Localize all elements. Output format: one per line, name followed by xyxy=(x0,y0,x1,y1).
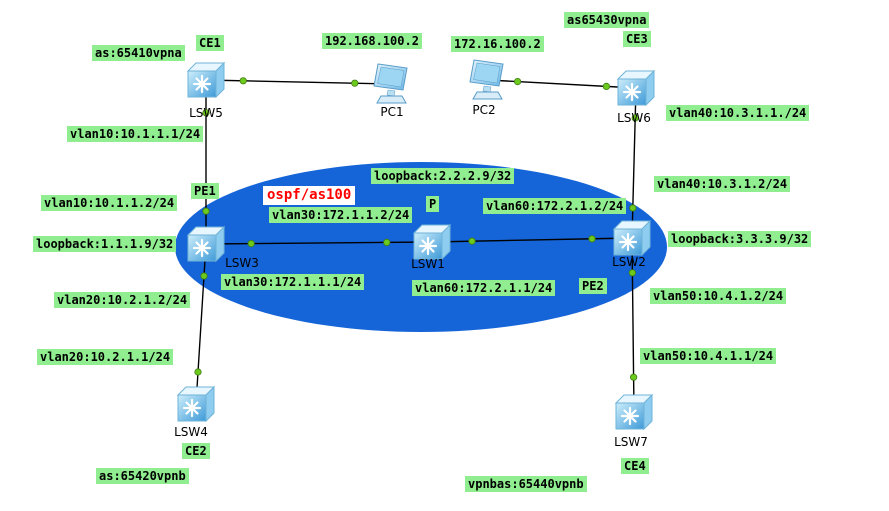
annotation-vlan20-10-2-1-2-24: vlan20:10.2.1.2/24 xyxy=(54,292,191,308)
annotation-as65430vpna: as65430vpna xyxy=(564,12,650,28)
port-status-dot xyxy=(629,373,638,381)
device-name-pc1: PC1 xyxy=(380,105,404,119)
device-name-lsw7: LSW7 xyxy=(614,435,648,449)
device-pc1[interactable] xyxy=(371,63,413,105)
port-status-dot xyxy=(468,237,476,245)
annotation-ce2: CE2 xyxy=(182,443,210,459)
port-status-dot xyxy=(628,269,637,277)
annotation-vlan50-10-4-1-2-24: vlan50:10.4.1.2/24 xyxy=(650,288,787,304)
annotation-loopback-2-2-2-9-32: loopback:2.2.2.9/32 xyxy=(371,168,515,184)
annotation-p: P xyxy=(426,196,440,212)
port-status-dot xyxy=(351,79,359,87)
port-status-dot xyxy=(383,238,391,246)
annotation-vlan30-172-1-1-2-24: vlan30:172.1.1.2/24 xyxy=(269,207,413,223)
annotation-192-168-100-2: 192.168.100.2 xyxy=(322,33,422,49)
port-status-dot xyxy=(247,240,255,248)
switch-icon xyxy=(412,223,452,261)
switch-icon xyxy=(612,219,652,257)
annotation-vlan30-172-1-1-1-24: vlan30:172.1.1.1/24 xyxy=(221,274,365,290)
switch-icon xyxy=(186,225,226,263)
annotation-vlan60-172-2-1-2-24: vlan60:172.2.1.2/24 xyxy=(483,198,627,214)
annotation-ce1: CE1 xyxy=(196,35,224,51)
port-status-dot xyxy=(202,207,210,215)
annotation-ce4: CE4 xyxy=(621,458,649,474)
device-name-lsw1: LSW1 xyxy=(411,257,445,271)
link-lsw3-lsw1 xyxy=(205,241,433,245)
port-status-dot xyxy=(513,78,522,86)
device-lsw6[interactable] xyxy=(616,69,656,107)
switch-icon xyxy=(614,393,654,431)
annotation-vlan10-10-1-1-2-24: vlan10:10.1.1.2/24 xyxy=(41,195,178,211)
annotation-vlan20-10-2-1-1-24: vlan20:10.2.1.1/24 xyxy=(37,349,174,365)
port-status-dot xyxy=(629,204,637,212)
device-pc2[interactable] xyxy=(467,59,509,101)
port-status-dot xyxy=(200,272,208,280)
device-lsw2[interactable] xyxy=(612,219,652,257)
pc-icon xyxy=(469,59,504,100)
switch-icon xyxy=(176,385,216,423)
annotation-as-65410vpna: as:65410vpna xyxy=(92,45,185,61)
device-name-lsw6: LSW6 xyxy=(617,111,651,125)
device-name-lsw3: LSW3 xyxy=(225,256,259,270)
link-lsw5-pc1 xyxy=(205,79,393,85)
link-lsw6-lsw2 xyxy=(631,87,637,239)
annotation-vlan40-10-3-1-2-24: vlan40:10.3.1.2/24 xyxy=(654,176,791,192)
annotation-loopback-1-1-1-9-32: loopback:1.1.1.9/32 xyxy=(33,236,177,252)
pc-icon xyxy=(373,63,408,104)
annotation-vlan50-10-4-1-1-24: vlan50:10.4.1.1/24 xyxy=(640,348,777,364)
device-lsw3[interactable] xyxy=(186,225,226,263)
annotation-pe1: PE1 xyxy=(191,183,219,199)
annotation-172-16-100-2: 172.16.100.2 xyxy=(451,36,544,52)
link-lsw3-lsw4 xyxy=(195,243,207,405)
annotation-ce3: CE3 xyxy=(623,31,651,47)
annotation-vlan40-10-3-1-1-24: vlan40:10.3.1.1./24 xyxy=(666,105,810,121)
port-status-dot xyxy=(588,235,596,243)
annotation-vlan60-172-2-1-1-24: vlan60:172.2.1.1/24 xyxy=(412,280,556,296)
device-lsw1[interactable] xyxy=(412,223,452,261)
link-pc2-lsw6 xyxy=(487,79,637,89)
port-status-dot xyxy=(239,77,247,85)
annotation-as-65420vpnb: as:65420vpnb xyxy=(96,468,189,484)
switch-icon xyxy=(186,61,226,99)
link-lsw1-lsw2 xyxy=(431,237,633,243)
port-status-dot xyxy=(202,109,210,117)
port-status-dot xyxy=(631,114,639,122)
annotation-ospf-as100: ospf/as100 xyxy=(263,186,356,205)
device-name-lsw5: LSW5 xyxy=(189,106,223,120)
port-status-dot xyxy=(602,82,611,91)
device-name-lsw4: LSW4 xyxy=(174,425,208,439)
switch-icon xyxy=(616,69,656,107)
device-name-lsw2: LSW2 xyxy=(612,255,646,269)
annotation-vpnbas-65440vpnb: vpnbas:65440vpnb xyxy=(465,476,587,492)
device-lsw7[interactable] xyxy=(614,393,654,431)
device-name-pc2: PC2 xyxy=(472,103,496,117)
link-lsw2-lsw7 xyxy=(631,237,635,413)
annotation-vlan10-10-1-1-1-24: vlan10:10.1.1.1/24 xyxy=(67,126,204,142)
device-lsw5[interactable] xyxy=(186,61,226,99)
annotation-pe2: PE2 xyxy=(579,278,607,294)
annotation-loopback-3-3-3-9-32: loopback:3.3.3.9/32 xyxy=(668,231,812,247)
device-lsw4[interactable] xyxy=(176,385,216,423)
port-status-dot xyxy=(194,368,202,376)
